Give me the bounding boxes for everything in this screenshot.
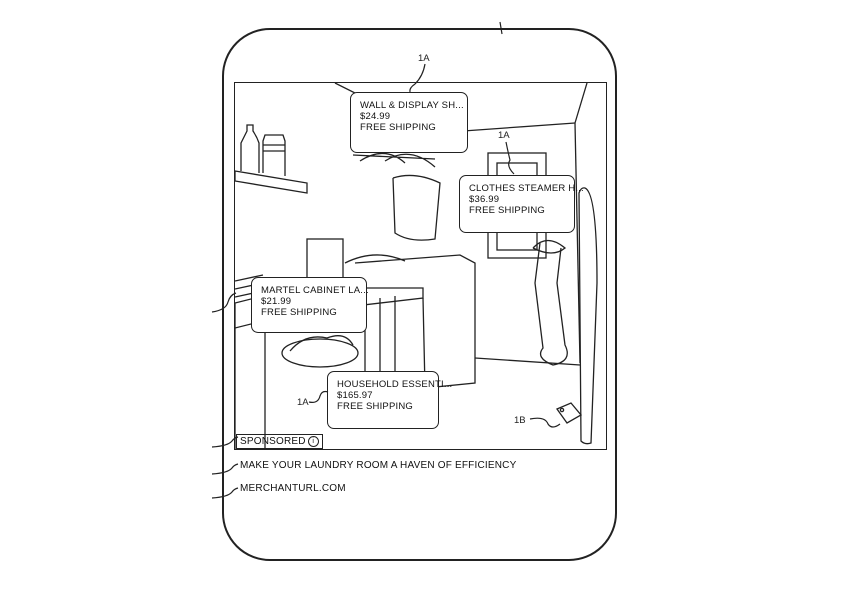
wall-shelf <box>235 170 308 194</box>
hanger-rack <box>352 152 436 168</box>
ref-label-1b: 1B <box>514 415 526 426</box>
ref-label-1a-right: 1A <box>498 130 510 141</box>
shipping-label: FREE SHIPPING <box>360 122 436 133</box>
product-name: CLOTHES STEAMER H... <box>469 183 584 194</box>
merchant-url[interactable]: MERCHANTURL.COM <box>240 483 346 494</box>
product-tag-clothes-steamer[interactable]: CLOTHES STEAMER H... $36.99 FREE SHIPPIN… <box>459 175 584 233</box>
right-wall-edge <box>574 122 581 364</box>
product-tag-martel-cabinet[interactable]: MARTEL CABINET LA... $21.99 FREE SHIPPIN… <box>251 277 369 333</box>
product-tag-wall-display[interactable]: WALL & DISPLAY SH... $24.99 FREE SHIPPIN… <box>350 92 468 153</box>
product-tag-household-essentials[interactable]: HOUSEHOLD ESSENTI... $165.97 FREE SHIPPI… <box>327 371 453 429</box>
ironing-board <box>578 187 598 445</box>
hanging-shirt <box>392 174 441 241</box>
shipping-label: FREE SHIPPING <box>469 205 545 216</box>
shipping-label: FREE SHIPPING <box>337 401 413 412</box>
ref-label-1a-bottom: 1A <box>297 397 309 408</box>
product-name: MARTEL CABINET LA... <box>261 285 369 296</box>
laundry-basket <box>281 338 359 368</box>
product-name: WALL & DISPLAY SH... <box>360 100 464 111</box>
product-name: HOUSEHOLD ESSENTI... <box>337 379 453 390</box>
laundry-room-image[interactable]: WALL & DISPLAY SH... $24.99 FREE SHIPPIN… <box>234 82 607 450</box>
info-icon[interactable]: i <box>307 436 319 447</box>
product-price: $24.99 <box>360 111 391 122</box>
ref-label-1a-top: 1A <box>418 53 430 64</box>
shipping-label: FREE SHIPPING <box>261 307 337 318</box>
clothes-steamer <box>534 242 568 366</box>
bottle-2 <box>262 134 286 176</box>
bottle-1 <box>240 124 260 173</box>
product-price: $21.99 <box>261 296 292 307</box>
floor-line <box>474 357 581 366</box>
ad-headline[interactable]: MAKE YOUR LAUNDRY ROOM A HAVEN OF EFFICI… <box>240 460 517 471</box>
right-wall-corner <box>574 83 588 124</box>
product-price: $165.97 <box>337 390 373 401</box>
washer <box>354 254 476 389</box>
product-price: $36.99 <box>469 194 500 205</box>
sponsored-label: SPONSORED <box>240 436 306 448</box>
price-tag-icon <box>556 402 582 424</box>
